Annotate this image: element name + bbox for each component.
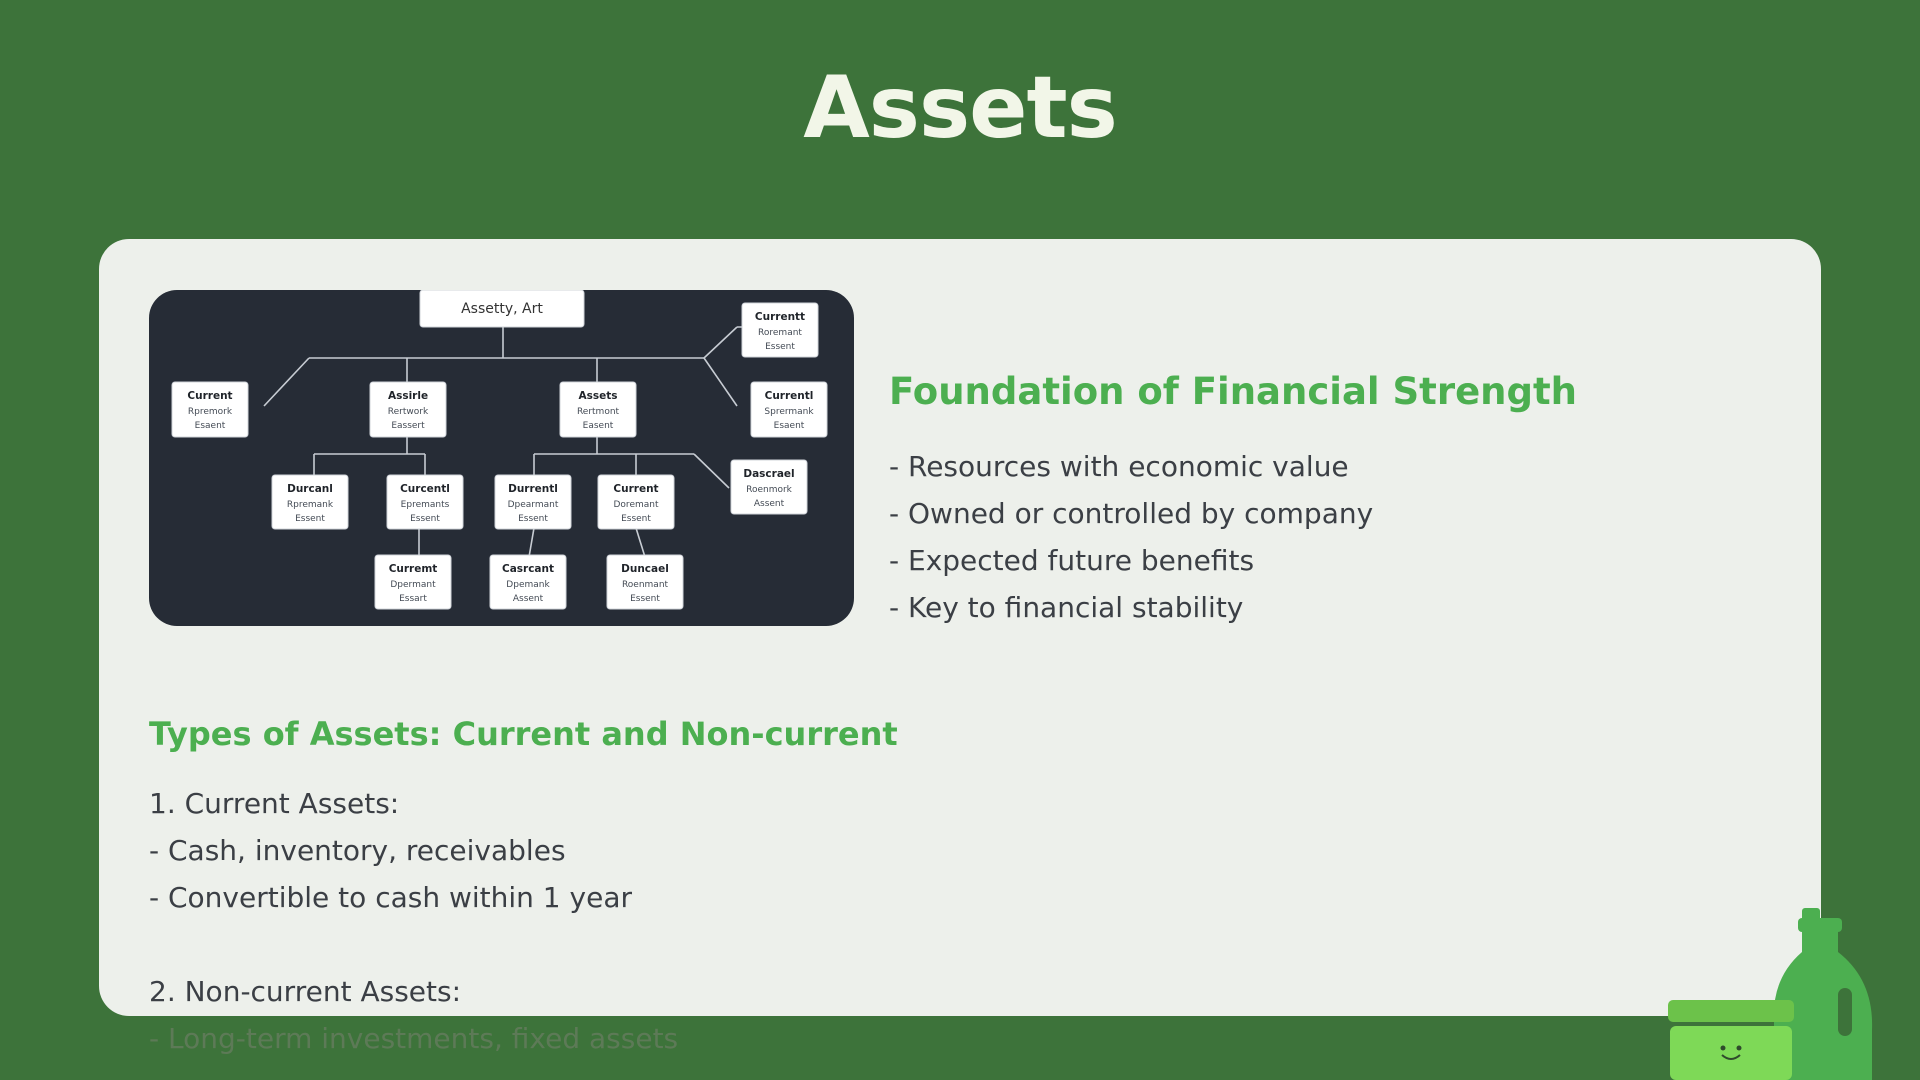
foundation-bullet-list: - Resources with economic value - Owned … xyxy=(889,443,1373,631)
node-sublabel: Roenmork xyxy=(746,485,793,495)
node-sublabel: Assent xyxy=(754,499,785,509)
list-item: - Expected future benefits xyxy=(889,544,1255,577)
types-body: 1. Current Assets: - Cash, inventory, re… xyxy=(149,780,678,1062)
diagram-node: Curcentl Epremants Essent xyxy=(386,474,464,530)
node-label: Currentl xyxy=(765,390,814,402)
node-sublabel: Assent xyxy=(513,594,544,604)
node-sublabel: Doremant xyxy=(614,500,659,510)
node-label: Current xyxy=(613,483,658,495)
diagram-connectors xyxy=(263,326,749,558)
node-sublabel: Essart xyxy=(399,594,427,604)
node-sublabel: Essent xyxy=(518,514,548,524)
asset-tree-diagram: Assetty, Art Currentt Roremant Essent Cu… xyxy=(149,290,854,626)
diagram-node: Current Doremant Essent xyxy=(597,474,675,530)
node-sublabel: Rpremank xyxy=(287,500,334,510)
list-item: - Key to financial stability xyxy=(889,591,1244,624)
list-item: - Convertible to cash within 1 year xyxy=(149,881,632,914)
diagram-root-node: Assetty, Art xyxy=(419,290,585,328)
node-label: Duncael xyxy=(621,563,669,575)
spacer xyxy=(149,921,678,968)
list-item: - Resources with economic value xyxy=(889,450,1349,483)
node-sublabel: Rertmont xyxy=(577,407,620,417)
container-icon xyxy=(1668,1000,1794,1080)
diagram-node: Curremt Dpermant Essart xyxy=(374,554,452,610)
node-label: Durcanl xyxy=(287,483,333,495)
node-sublabel: Essent xyxy=(621,514,651,524)
diagram-node: Currentt Roremant Essent xyxy=(741,302,819,358)
node-label: Current xyxy=(187,390,232,402)
diagram-node: Current Rpremork Esaent xyxy=(171,381,249,438)
diagram-node: Assirle Rertwork Eassert xyxy=(369,381,447,438)
node-sublabel: Rpremork xyxy=(188,407,233,417)
node-label: Durrentl xyxy=(508,483,558,495)
cleaning-products-illustration xyxy=(1668,908,1873,1080)
diagram-node: Duncael Roenmant Essent xyxy=(606,554,684,610)
root-node-label: Assetty, Art xyxy=(461,301,543,317)
node-sublabel: Essent xyxy=(295,514,325,524)
list-item: - Owned or controlled by company xyxy=(889,497,1374,530)
slide-title: Assets xyxy=(803,58,1118,158)
diagram-node: Assets Rertmont Easent xyxy=(559,381,637,438)
noncurrent-assets-title: 2. Non-current Assets: xyxy=(149,975,462,1008)
node-label: Assets xyxy=(578,390,617,402)
node-sublabel: Dpearmant xyxy=(508,500,559,510)
node-label: Curcentl xyxy=(400,483,450,495)
node-label: Assirle xyxy=(388,390,428,402)
node-sublabel: Essent xyxy=(630,594,660,604)
diagram-node: Durcanl Rpremank Essent xyxy=(271,474,349,530)
node-sublabel: Roremant xyxy=(758,328,802,338)
node-sublabel: Esaent xyxy=(195,421,226,431)
list-item: - Long-term investments, fixed assets xyxy=(149,1022,679,1055)
diagram-node: Dascrael Roenmork Assent xyxy=(730,459,808,515)
node-sublabel: Epremants xyxy=(401,500,450,510)
node-label: Currentt xyxy=(755,311,805,323)
bottle-icon xyxy=(1773,908,1873,1080)
node-sublabel: Sprermank xyxy=(764,407,814,417)
node-sublabel: Easent xyxy=(583,421,614,431)
node-sublabel: Eassert xyxy=(391,421,425,431)
node-label: Curremt xyxy=(389,563,438,575)
node-label: Dascrael xyxy=(743,468,794,480)
node-sublabel: Roenmant xyxy=(622,580,669,590)
node-label: Casrcant xyxy=(502,563,554,575)
diagram-node: Currentl Sprermank Esaent xyxy=(750,381,828,438)
node-sublabel: Dpemank xyxy=(506,580,550,590)
current-assets-title: 1. Current Assets: xyxy=(149,787,400,820)
types-heading: Types of Assets: Current and Non-current xyxy=(149,715,898,753)
foundation-heading: Foundation of Financial Strength xyxy=(889,370,1578,413)
node-sublabel: Essent xyxy=(765,342,795,352)
node-sublabel: Rertwork xyxy=(388,407,429,417)
list-item: - Cash, inventory, receivables xyxy=(149,834,566,867)
asset-tree-svg: Assetty, Art Currentt Roremant Essent Cu… xyxy=(171,290,828,610)
node-sublabel: Esaent xyxy=(774,421,805,431)
node-sublabel: Essent xyxy=(410,514,440,524)
diagram-node: Durrentl Dpearmant Essent xyxy=(494,474,572,530)
diagram-node: Casrcant Dpemank Assent xyxy=(489,554,567,610)
node-sublabel: Dpermant xyxy=(390,580,436,590)
